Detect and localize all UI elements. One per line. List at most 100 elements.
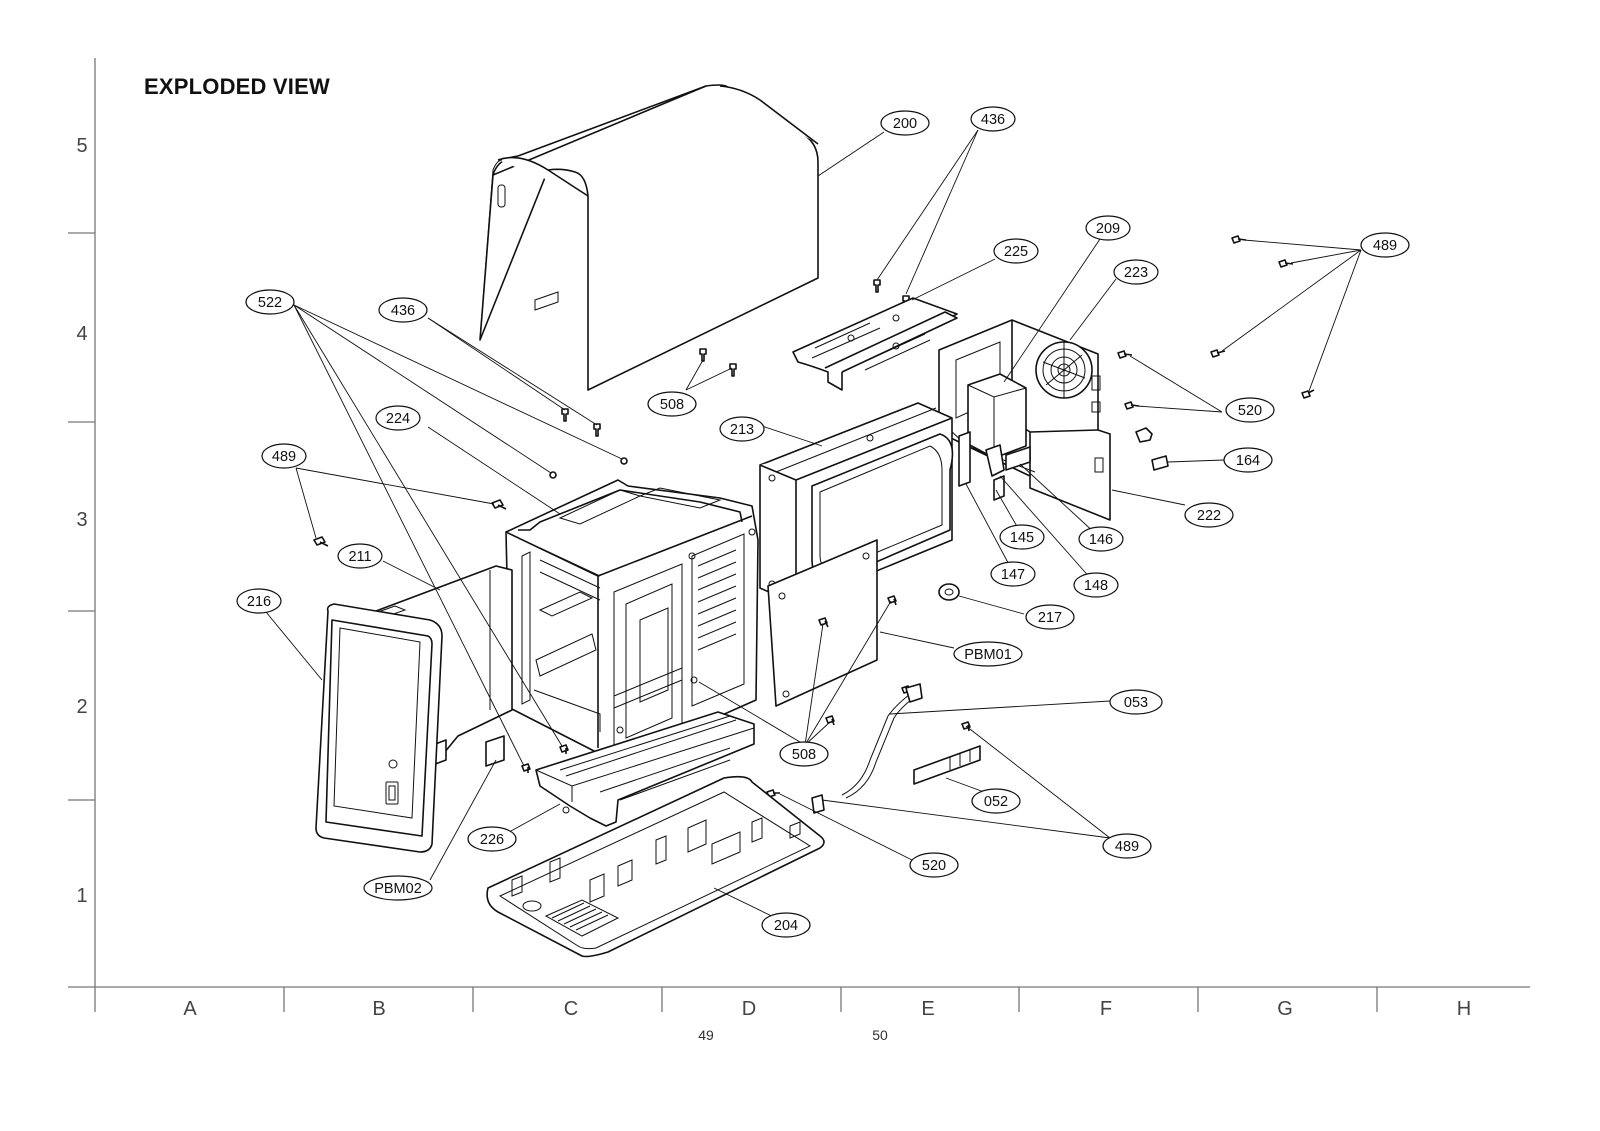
svg-text:052: 052 [984,794,1008,810]
row-label: 1 [76,885,87,907]
svg-text:217: 217 [1038,610,1062,626]
callout-508: 508 [779,741,829,767]
svg-text:489: 489 [272,449,296,465]
row-labels: 5 4 3 2 1 [76,135,87,907]
svg-text:226: 226 [480,832,504,848]
svg-text:204: 204 [774,918,798,934]
callout-522: 522 [245,289,295,315]
column-label: A [183,998,197,1020]
column-labels: A B C D E F G H [183,998,1471,1020]
svg-text:522: 522 [258,295,282,311]
callout-223: 223 [1113,259,1159,285]
callout-436: 436 [378,297,428,323]
hdd-bracket [792,297,958,391]
bottom-rail [535,711,755,827]
callout-508: 508 [647,391,697,417]
callout-204: 204 [761,912,811,938]
svg-text:145: 145 [1010,530,1034,546]
main-chassis [505,479,759,765]
small-parts-right [1135,427,1169,471]
callout-489: 489 [1102,833,1152,859]
svg-text:147: 147 [1001,567,1025,583]
svg-text:053: 053 [1124,695,1148,711]
svg-text:216: 216 [247,594,271,610]
circuit-board-pbm02 [485,735,505,767]
page-numbers: 49 50 [698,1027,888,1043]
svg-text:436: 436 [391,303,415,319]
svg-text:508: 508 [792,747,816,763]
callout-489: 489 [1360,232,1410,258]
callout-225: 225 [993,238,1039,264]
callout-216: 216 [236,588,282,614]
callout-200: 200 [880,110,930,136]
svg-text:223: 223 [1124,265,1148,281]
callout-148: 148 [1073,572,1119,598]
callout-052: 052 [971,788,1021,814]
callout-222: 222 [1184,502,1234,528]
callout-pbm01: PBM01 [953,641,1023,667]
callout-226: 226 [467,826,517,852]
svg-text:164: 164 [1236,453,1260,469]
controller-board [958,373,1031,501]
callout-436: 436 [970,106,1016,132]
callout-053: 053 [1109,689,1163,715]
svg-text:209: 209 [1096,221,1120,237]
parts-drawing [313,84,1315,958]
svg-text:213: 213 [730,422,754,438]
page-title: EXPLODED VIEW [144,74,330,99]
sata-cable [811,683,923,814]
top-cover [479,84,819,391]
page-number: 49 [698,1027,714,1043]
column-label: F [1100,998,1112,1020]
screws-top [313,235,1315,547]
svg-text:508: 508 [660,397,684,413]
leader-lines [265,129,1362,923]
svg-text:146: 146 [1089,532,1113,548]
label-sticker [913,745,981,785]
svg-text:PBM01: PBM01 [964,647,1012,663]
callout-164: 164 [1223,447,1273,473]
row-label: 5 [76,135,87,157]
callout-pbm02: PBM02 [363,875,433,901]
front-bezel [315,603,443,853]
svg-text:148: 148 [1084,578,1108,594]
callout-217: 217 [1025,604,1075,630]
column-label: B [372,998,385,1020]
column-label: E [921,998,934,1020]
callout-489: 489 [261,443,307,469]
hard-disk-drive [759,402,954,605]
column-label: C [564,998,578,1020]
callout-209: 209 [1085,215,1131,241]
grid-frame [68,58,1530,1012]
callouts: 200 436 209 225 223 489 [236,106,1410,938]
svg-text:436: 436 [981,112,1005,128]
svg-text:489: 489 [1373,238,1397,254]
callout-211: 211 [337,543,383,569]
svg-text:PBM02: PBM02 [374,881,422,897]
column-label: H [1457,998,1471,1020]
callout-520: 520 [909,852,959,878]
svg-text:200: 200 [893,116,917,132]
svg-text:224: 224 [386,411,410,427]
svg-text:520: 520 [1238,403,1262,419]
column-label: G [1277,998,1293,1020]
bottom-base [486,775,825,958]
svg-text:225: 225 [1004,244,1028,260]
row-label: 3 [76,509,87,531]
callout-146: 146 [1078,526,1124,552]
page-number: 50 [872,1027,888,1043]
callout-213: 213 [719,416,765,442]
callout-224: 224 [375,405,421,431]
callout-520: 520 [1225,397,1275,423]
callout-147: 147 [990,561,1036,587]
callout-145: 145 [999,524,1045,550]
svg-text:489: 489 [1115,839,1139,855]
svg-text:520: 520 [922,858,946,874]
svg-text:222: 222 [1197,508,1221,524]
row-label: 2 [76,696,87,718]
svg-text:211: 211 [348,549,371,565]
rubber-spacer [938,583,960,601]
column-label: D [742,998,756,1020]
